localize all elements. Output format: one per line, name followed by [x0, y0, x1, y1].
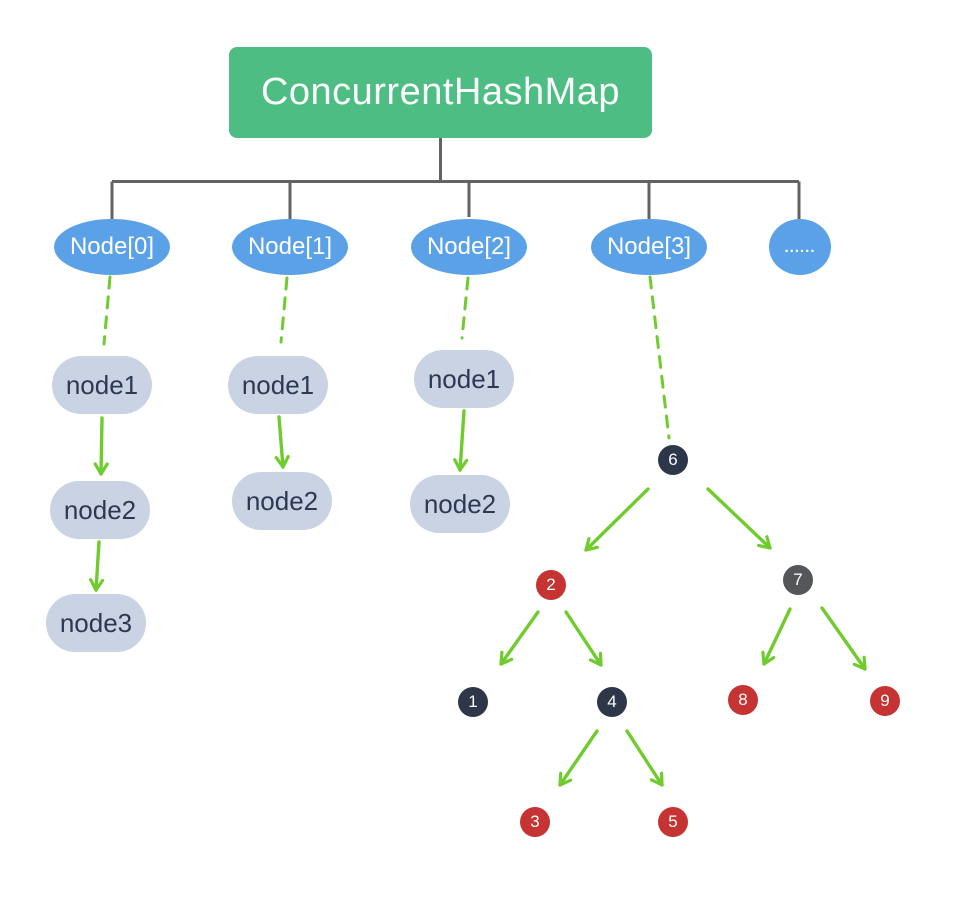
arrow-node2-node3-col0	[89, 540, 105, 592]
list-node-col0-2: node2	[50, 481, 150, 539]
tree-node-1-label: 1	[468, 692, 478, 711]
list-node-label: node2	[245, 485, 319, 516]
bucket-node-2: Node[2]	[411, 219, 527, 275]
tree-node-3: 3	[520, 807, 550, 837]
tree-node-2: 2	[536, 570, 566, 600]
tree-node-8-label: 8	[738, 690, 748, 709]
list-node-label: node3	[59, 607, 133, 638]
tree-node-7-label: 7	[793, 570, 803, 589]
arrow-2-4	[564, 610, 603, 667]
tree-node-4: 4	[597, 687, 627, 717]
tree-node-3-label: 3	[530, 812, 540, 831]
concurrenthashmap-title-box: ConcurrentHashMap	[229, 47, 652, 138]
bucket-node-ellipsis: ......	[769, 219, 831, 275]
list-node-col0-1: node1	[52, 356, 152, 414]
bucket-node-2-label: Node[2]	[426, 233, 512, 260]
list-node-label: node2	[63, 494, 137, 525]
bucket-node-3-label: Node[3]	[606, 233, 692, 260]
bucket-node-0: Node[0]	[54, 219, 170, 275]
arrow-node1-node2-col1	[274, 415, 290, 469]
tree-node-9: 9	[870, 686, 900, 716]
arrow-6-7	[706, 487, 772, 550]
list-node-label: node1	[241, 369, 315, 400]
tree-node-1: 1	[458, 687, 488, 717]
list-node-label: node2	[423, 488, 497, 519]
bucket-node-1: Node[1]	[232, 219, 348, 275]
tree-node-6-label: 6	[668, 450, 678, 469]
arrow-node1-node2-col2	[453, 409, 469, 472]
tree-node-4-label: 4	[607, 692, 617, 711]
dashed-link-bucket0	[102, 275, 112, 346]
list-node-col2-2: node2	[410, 475, 510, 533]
dashed-link-bucket3	[648, 275, 671, 440]
tree-node-5-label: 5	[668, 812, 678, 831]
list-node-col1-1: node1	[228, 356, 328, 414]
bucket-node-ellipsis-label: ......	[784, 238, 816, 256]
bucket-node-1-label: Node[1]	[247, 233, 333, 260]
arrow-6-2	[584, 487, 650, 552]
list-node-col2-1: node1	[414, 350, 514, 408]
tree-node-9-label: 9	[880, 691, 890, 710]
bucket-node-0-label: Node[0]	[69, 233, 155, 260]
arrow-7-8	[761, 607, 792, 666]
bucket-node-3: Node[3]	[591, 219, 707, 275]
arrow-node1-node2-col0	[93, 416, 109, 476]
dashed-link-bucket2	[460, 276, 470, 340]
tree-node-8: 8	[728, 685, 758, 715]
tree-node-6: 6	[658, 445, 688, 475]
tree-node-5: 5	[658, 807, 688, 837]
arrow-4-5	[625, 729, 664, 787]
page-title: ConcurrentHashMap	[260, 71, 621, 113]
list-node-col1-2: node2	[232, 472, 332, 530]
bucket-array-connector	[110, 138, 801, 219]
list-node-label: node1	[427, 363, 501, 394]
tree-node-2-label: 2	[546, 575, 556, 594]
arrow-2-1	[499, 610, 540, 666]
tree-node-7: 7	[783, 565, 813, 595]
dashed-link-bucket1	[279, 276, 289, 344]
list-node-label: node1	[65, 369, 139, 400]
arrow-7-9	[820, 606, 867, 671]
list-node-col0-3: node3	[46, 594, 146, 652]
arrow-4-3	[558, 729, 599, 787]
